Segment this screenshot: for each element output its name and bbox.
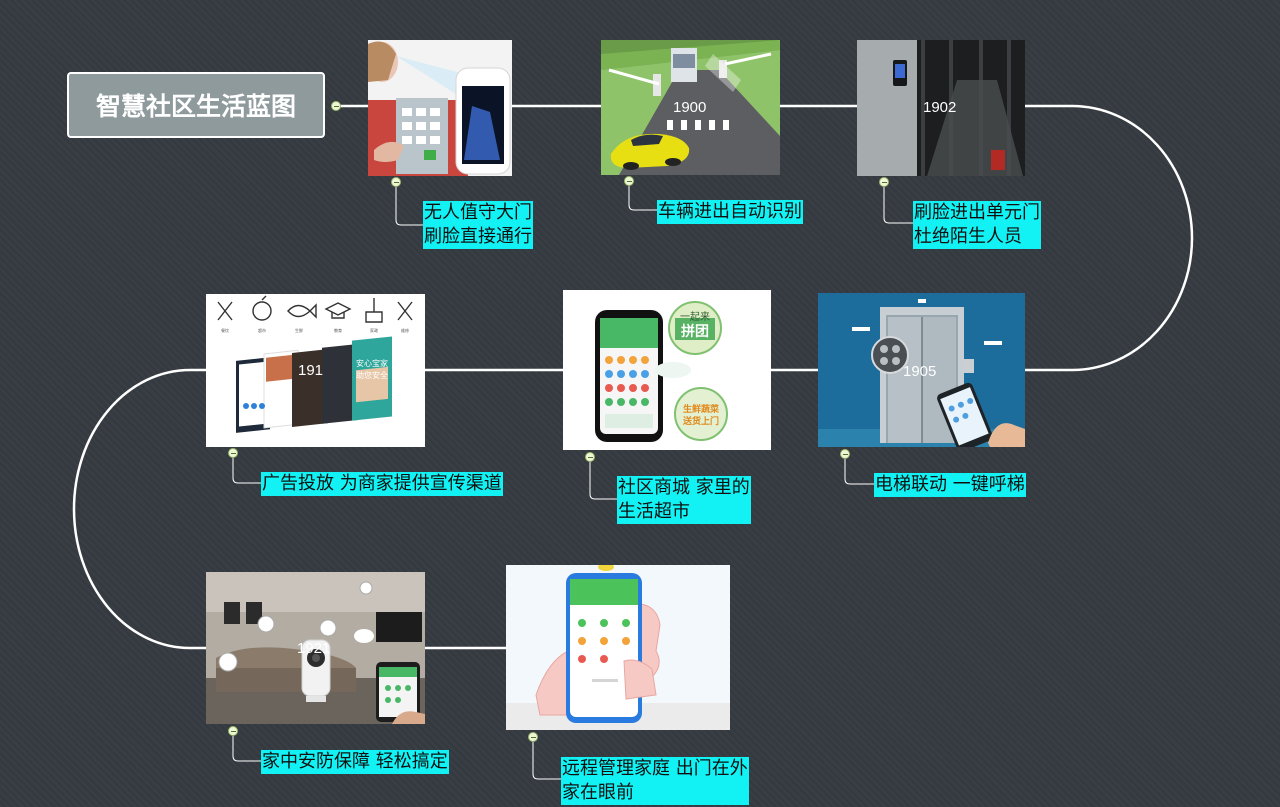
collapse-toggle-icon[interactable] bbox=[391, 177, 401, 187]
mall-badge-group-buy-top: 一起来 bbox=[680, 311, 710, 323]
caption-leader-gate bbox=[395, 187, 423, 226]
caption-elevator-link[interactable]: 电梯联动 一键呼梯 bbox=[874, 473, 1026, 497]
mall-badge-delivery-top: 生鲜蔬菜 bbox=[683, 403, 720, 415]
caption-vehicle-recognition[interactable]: 车辆进出自动识别 bbox=[657, 200, 803, 224]
collapse-toggle-icon[interactable] bbox=[585, 452, 595, 462]
home-security-image[interactable] bbox=[206, 572, 425, 724]
ad-category-label: 家政 bbox=[370, 327, 378, 333]
ad-category-label: 餐饮 bbox=[221, 327, 229, 333]
graduation-cap-icon bbox=[324, 302, 352, 319]
wrench-icon bbox=[397, 301, 413, 321]
ad-category-label: 教育 bbox=[334, 327, 342, 333]
mall-badge-delivery-bottom: 送货上门 bbox=[682, 415, 719, 427]
vehicle-recognition-image[interactable] bbox=[601, 40, 780, 175]
ad-category-label: 超市 bbox=[258, 327, 266, 333]
connector-unit-to-elevator bbox=[1025, 104, 1194, 372]
caption-leader-remote bbox=[532, 742, 561, 780]
caption-leader-unit bbox=[883, 187, 913, 224]
caption-leader-ad bbox=[232, 458, 261, 484]
caption-face-gate[interactable]: 无人值守大门 刷脸直接通行 bbox=[423, 201, 533, 249]
broom-icon bbox=[365, 298, 383, 323]
caption-leader-security bbox=[232, 736, 261, 762]
ad-banner-line2: 助您安全 bbox=[356, 370, 388, 380]
collapse-toggle-icon[interactable] bbox=[331, 101, 341, 111]
root-topic-title: 智慧社区生活蓝图 bbox=[95, 92, 296, 121]
caption-leader-mall bbox=[589, 462, 617, 500]
fork-knife-icon bbox=[217, 301, 233, 321]
remote-home-image[interactable] bbox=[506, 565, 730, 730]
root-topic[interactable]: 智慧社区生活蓝图 bbox=[67, 72, 325, 138]
basket-icon bbox=[252, 295, 272, 321]
collapse-toggle-icon[interactable] bbox=[228, 726, 238, 736]
caption-home-security[interactable]: 家中安防保障 轻松搞定 bbox=[261, 750, 449, 774]
face-gate-image[interactable] bbox=[368, 40, 512, 176]
caption-remote-home[interactable]: 远程管理家庭 出门在外 家在眼前 bbox=[561, 757, 749, 805]
fish-icon bbox=[287, 303, 317, 319]
caption-advertising[interactable]: 广告投放 为商家提供宣传渠道 bbox=[261, 472, 503, 496]
caption-community-mall[interactable]: 社区商城 家里的 生活超市 bbox=[617, 476, 751, 524]
collapse-toggle-icon[interactable] bbox=[228, 448, 238, 458]
collapse-toggle-icon[interactable] bbox=[840, 449, 850, 459]
connector-ad-to-security bbox=[72, 368, 206, 650]
collapse-toggle-icon[interactable] bbox=[528, 732, 538, 742]
caption-leader-elevator bbox=[844, 459, 874, 485]
collapse-toggle-icon[interactable] bbox=[879, 177, 889, 187]
mall-badge-group-buy-bottom: 拼团 bbox=[681, 323, 709, 340]
caption-unit-face-access[interactable]: 刷脸进出单元门 杜绝陌生人员 bbox=[913, 201, 1041, 249]
elevator-link-image[interactable] bbox=[818, 293, 1025, 447]
caption-leader-vehicle bbox=[628, 186, 657, 211]
advertising-image[interactable]: 餐饮 超市 生鲜 教育 家政 维修 安心宝家 助您安全 bbox=[206, 294, 425, 447]
ad-banner-line1: 安心宝家 bbox=[356, 358, 388, 368]
unit-face-access-image[interactable] bbox=[857, 40, 1025, 176]
ad-category-label: 生鲜 bbox=[295, 327, 303, 333]
collapse-toggle-icon[interactable] bbox=[624, 176, 634, 186]
ad-category-label: 维修 bbox=[401, 327, 409, 333]
community-mall-image[interactable]: 一起来 拼团 生鲜蔬菜 送货上门 bbox=[563, 290, 771, 450]
